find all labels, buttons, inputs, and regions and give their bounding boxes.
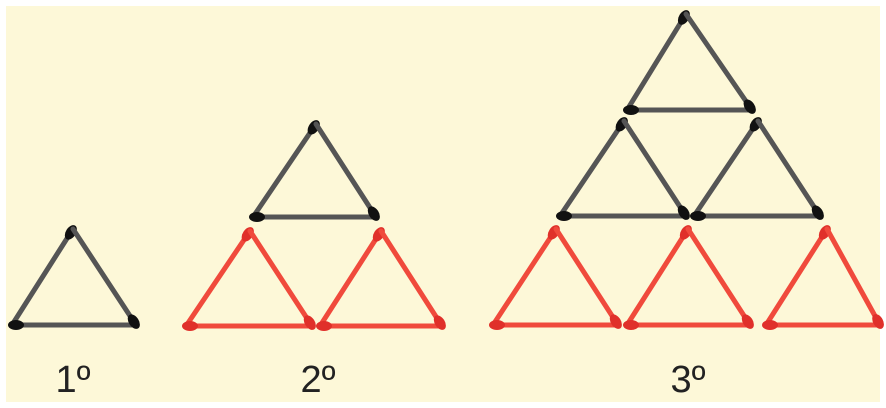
stage-2-red-triangle-right-left-match-stick xyxy=(317,228,384,329)
stage-3-red-triangle-middle-base-match-head xyxy=(623,320,639,330)
stage-3-gray-triangle-left-right-match xyxy=(621,118,690,220)
stage-2-red-triangle-right-right-match xyxy=(378,228,446,330)
stage-3-red-triangle-right-right-match xyxy=(824,226,884,329)
stage-3-red-triangle-middle-base-match xyxy=(623,320,753,330)
stage-2-red-triangle-left-base-match-head xyxy=(182,321,198,331)
stage-1-gray-triangle-left-match-stick xyxy=(9,226,76,328)
stage-3-gray-triangle-top-base-match xyxy=(623,105,755,115)
stage-1-gray-triangle-base-match xyxy=(8,320,139,330)
stage-2-label: 2º xyxy=(300,359,335,401)
stage-3-gray-triangle-top-left-match-stick xyxy=(624,11,689,113)
stage-2-red-triangle-right-base-match-head xyxy=(316,321,332,331)
background-panel xyxy=(6,6,880,402)
stage-2-figure xyxy=(182,120,446,331)
stage-3-gray-triangle-left-left-match-stick xyxy=(557,118,627,219)
stage-3-red-triangle-right xyxy=(762,225,884,330)
stage-2-gray-triangle xyxy=(249,120,380,222)
stage-3-label: 3º xyxy=(670,359,705,401)
stage-2-red-triangle-left-right-match-head xyxy=(303,315,316,330)
stage-1-gray-triangle xyxy=(8,225,140,330)
stage-2-red-triangle-left-right-match-stick xyxy=(247,228,315,329)
stage-3-red-triangle-middle-right-match-head xyxy=(741,314,754,329)
stage-3-gray-triangle-right-base-match xyxy=(690,211,823,221)
stage-3-gray-triangle-left-right-match-head xyxy=(677,205,690,220)
stage-2-gray-triangle-right-match-stick xyxy=(313,121,379,220)
stage-3-gray-triangle-top-right-match-stick xyxy=(683,11,755,113)
stage-2-red-triangle-left-left-match-stick xyxy=(183,228,253,329)
stage-2-red-triangle-left xyxy=(182,227,316,331)
stage-2-red-triangle-right xyxy=(316,227,446,331)
stage-2-gray-triangle-right-match-head xyxy=(367,206,380,221)
stage-2-red-triangle-left-base-match xyxy=(182,321,315,331)
stage-3-red-triangle-left-base-match-head xyxy=(489,320,505,330)
stage-3-gray-triangle-right-base-match-head xyxy=(690,211,706,221)
stage-3-red-triangle-left-base-match xyxy=(489,320,621,330)
stage-3-figure xyxy=(489,10,884,330)
stage-2-red-triangle-right-right-match-head xyxy=(433,315,446,330)
stage-3-gray-triangle-top-right-match-head xyxy=(743,99,756,114)
stage-3-gray-triangle-left-right-match-stick xyxy=(621,118,689,219)
stage-1-gray-triangle-right-match-stick xyxy=(70,226,139,328)
stage-3-red-triangle-right-base-match xyxy=(762,320,883,330)
stage-2-gray-triangle-left-match-stick xyxy=(250,121,319,220)
stage-3-red-triangle-left-right-match-stick xyxy=(553,226,621,328)
stage-1-figure xyxy=(8,225,140,330)
stage-3-red-triangle-middle-left-match-stick xyxy=(624,226,691,328)
stage-2-red-triangle-left-right-match xyxy=(247,228,316,330)
stage-3-red-triangle-right-base-match-head xyxy=(762,320,778,330)
stage-3-red-triangle-left xyxy=(489,225,622,330)
stage-2-red-triangle-right-right-match-stick xyxy=(378,228,445,329)
stage-3-red-triangle-middle xyxy=(623,225,754,330)
stage-3-gray-triangle-right-right-match xyxy=(755,118,824,220)
stage-1-label: 1º xyxy=(55,359,90,401)
stage-2-gray-triangle-base-match-head xyxy=(249,212,265,222)
stage-3-gray-triangle-top-right-match xyxy=(683,11,756,114)
stage-3-gray-triangle-left xyxy=(556,117,690,221)
stage-3-red-triangle-left-right-match-head xyxy=(609,314,622,329)
stage-3-gray-triangle-left-base-match-head xyxy=(556,211,572,221)
stage-3-red-triangle-right-right-match-head xyxy=(872,314,884,329)
stage-3-gray-triangle-top-base-match-head xyxy=(623,105,639,115)
stage-2-gray-triangle-base-match xyxy=(249,212,379,222)
stage-3-red-triangle-right-left-match-stick xyxy=(763,226,830,328)
stage-3-gray-triangle-top xyxy=(623,10,756,115)
stage-3-red-triangle-middle-right-match xyxy=(685,226,754,329)
stage-3-red-triangle-middle-right-match-stick xyxy=(685,226,753,328)
stage-2-gray-triangle-right-match xyxy=(313,121,380,221)
stage-3-red-triangle-left-left-match-stick xyxy=(490,226,559,328)
stage-3-red-triangle-right-right-match-stick xyxy=(824,226,883,328)
stage-3-red-triangle-left-right-match xyxy=(553,226,622,329)
stage-1-gray-triangle-right-match-head xyxy=(127,314,140,329)
stage-2-red-triangle-right-base-match xyxy=(316,321,445,331)
stage-3-gray-triangle-right-right-match-stick xyxy=(755,118,823,219)
stage-1-gray-triangle-base-match-head xyxy=(8,320,24,330)
stage-3-gray-triangle-left-base-match xyxy=(556,211,689,221)
stage-3-gray-triangle-right-right-match-head xyxy=(811,205,824,220)
stage-1-gray-triangle-right-match xyxy=(70,226,140,329)
stage-3-gray-triangle-right-left-match-stick xyxy=(691,118,761,219)
stage-3-gray-triangle-right xyxy=(690,117,824,221)
